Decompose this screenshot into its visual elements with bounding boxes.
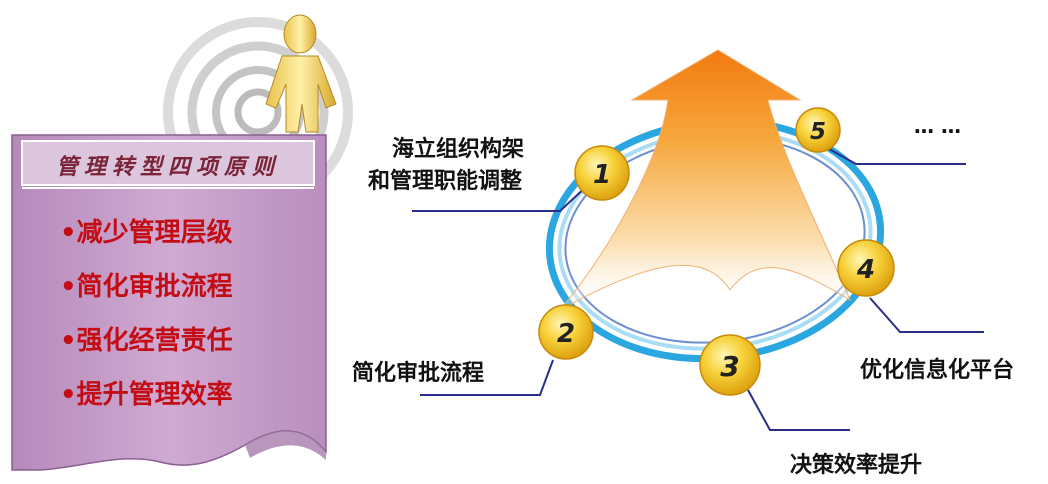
leader-line-5 [819, 143, 966, 165]
node-1-ball: 1 [574, 145, 630, 201]
node-1-number: 1 [593, 160, 611, 190]
node-2-ball: 2 [538, 304, 594, 360]
node-5-ball: 5 [795, 107, 841, 153]
node-5-number: 5 [810, 119, 826, 145]
leader-line-3 [747, 389, 850, 431]
node-1-label-line2: 和管理职能调整 [368, 169, 523, 194]
leader-line-2 [420, 359, 554, 396]
node-4-label: 优化信息化平台 [860, 358, 1015, 383]
node-3-ball: 3 [699, 334, 761, 396]
node-5-label: … … [914, 114, 961, 138]
node-4-number: 4 [856, 255, 875, 285]
node-2-number: 2 [557, 319, 575, 349]
principles-panel [11, 134, 327, 471]
person-figure-icon [265, 14, 337, 133]
leader-lines [412, 143, 984, 431]
panel-item-2: •简化审批流程 [60, 272, 233, 302]
leader-line-1 [412, 184, 589, 212]
panel-item-1: •减少管理层级 [60, 218, 233, 248]
node-2-label: 简化审批流程 [352, 361, 485, 386]
panel-item-3: •强化经营责任 [60, 326, 233, 356]
node-3-number: 3 [720, 350, 739, 383]
node-1-label-line1: 海立组织构架 [392, 137, 525, 162]
node-4-ball: 4 [837, 239, 895, 297]
leader-line-4 [869, 297, 984, 333]
panel-item-4: •提升管理效率 [60, 380, 233, 410]
node-3-label: 决策效率提升 [790, 453, 923, 478]
panel-title: 管理转型四项原则 [55, 154, 280, 180]
growth-arrow-icon [559, 49, 852, 311]
